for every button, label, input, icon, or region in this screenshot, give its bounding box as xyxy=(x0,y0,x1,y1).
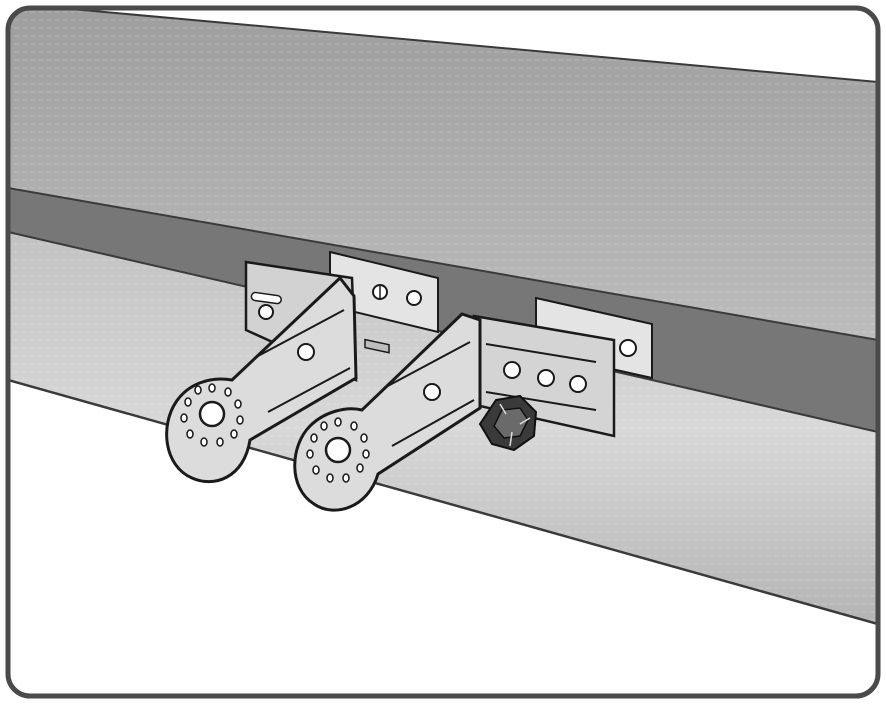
right-mounting-bracket xyxy=(293,312,616,512)
figure-frame xyxy=(5,5,881,699)
left-mounting-bracket xyxy=(165,260,358,484)
adjustment-knob xyxy=(478,394,538,452)
gap-band xyxy=(8,188,878,432)
